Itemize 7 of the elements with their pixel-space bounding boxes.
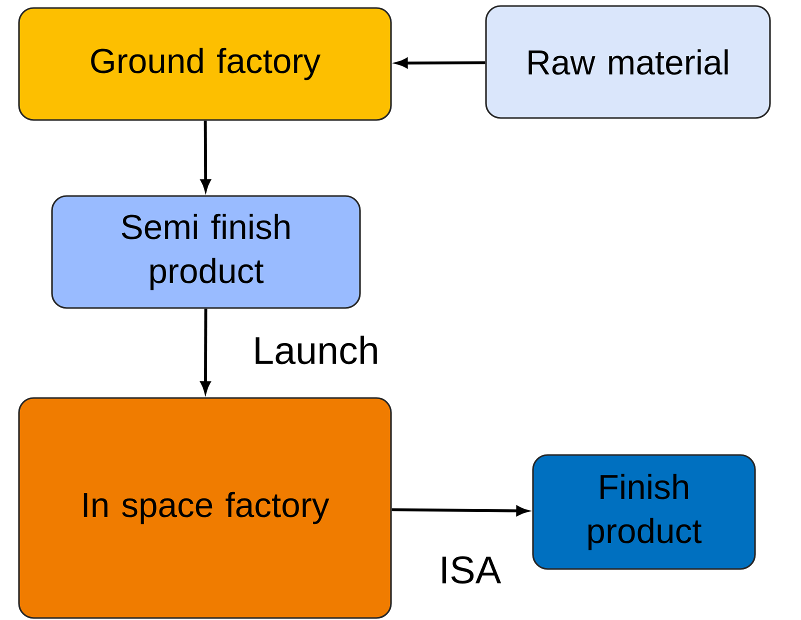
edge-label: Launch — [256, 336, 377, 364]
process-box: Semi finish product — [51, 195, 361, 309]
process-box: In space factory — [18, 397, 392, 619]
process-box: Raw material — [485, 5, 771, 119]
process-box: Finish product — [532, 454, 756, 570]
process-box: Ground factory — [18, 7, 392, 121]
edge-label: ISA — [442, 556, 502, 584]
